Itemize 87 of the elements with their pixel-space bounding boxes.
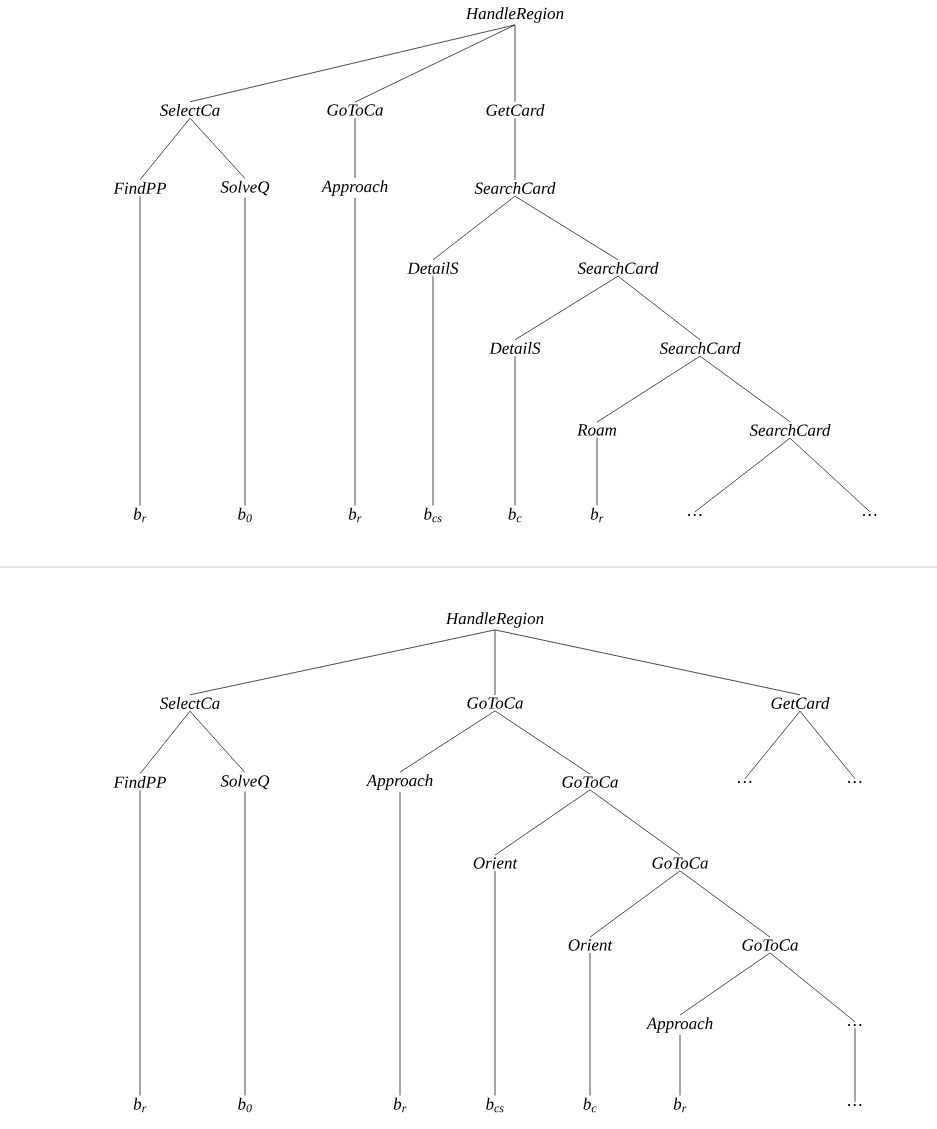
tree-node-label: SolveQ bbox=[220, 774, 270, 790]
tree-node-label: … bbox=[863, 514, 877, 516]
tree-edge bbox=[589, 789, 681, 856]
tree-edge bbox=[189, 629, 496, 696]
tree-edge bbox=[354, 197, 356, 506]
tree-node-label: … bbox=[848, 1024, 862, 1026]
tree-node-label: SearchCard bbox=[577, 262, 659, 274]
tree-edge bbox=[432, 195, 516, 261]
tree-node-label: SelectCa bbox=[160, 697, 220, 709]
tree-edge bbox=[494, 870, 496, 1096]
tree-edge bbox=[399, 791, 401, 1096]
tree-node-label: Approach bbox=[645, 1017, 713, 1033]
leaf-symbol: b$_{r}$ bbox=[133, 1097, 147, 1113]
tree-node-label: GoToCa bbox=[467, 697, 523, 709]
leaf-symbol: b$_{cs}$ bbox=[486, 1097, 504, 1113]
tree-node-label: Orient bbox=[473, 857, 518, 869]
tree-node-label: GoToCa bbox=[562, 776, 618, 788]
tree-edge bbox=[769, 952, 856, 1023]
tree-edge bbox=[514, 117, 516, 181]
tree-node-label: Approach bbox=[320, 180, 388, 196]
tree-edge bbox=[139, 117, 191, 181]
leaf-symbol: b$_{r}$ bbox=[348, 507, 362, 523]
tree-edge bbox=[189, 710, 246, 773]
tree-node-label: FindPP bbox=[113, 776, 166, 788]
tree-edge bbox=[244, 197, 246, 506]
tree-node-label: GetCard bbox=[771, 697, 830, 709]
tree-edge bbox=[494, 629, 496, 696]
tree-edge bbox=[514, 24, 516, 103]
tree-edge bbox=[189, 117, 246, 179]
tree-edge bbox=[139, 195, 141, 506]
tree-edge bbox=[744, 710, 801, 780]
tree-node-label: GoToCa bbox=[742, 939, 798, 951]
tree-node-label: SelectCa bbox=[160, 104, 220, 116]
tree-node-label: GoToCa bbox=[327, 104, 383, 116]
tree-node-label: FindPP bbox=[113, 182, 166, 194]
tree-node-label: GoToCa bbox=[652, 857, 708, 869]
leaf-symbol: b$_{c}$ bbox=[583, 1097, 597, 1113]
tree-edge bbox=[694, 437, 791, 513]
tree-edge bbox=[244, 791, 246, 1096]
tree-edge bbox=[514, 275, 619, 341]
tree-edge bbox=[589, 870, 681, 938]
tree-edge bbox=[596, 437, 598, 506]
tree-node-label: SearchCard bbox=[749, 424, 831, 436]
tree-edge bbox=[699, 355, 791, 423]
tree-edge bbox=[789, 437, 871, 513]
leaf-symbol: b$_{r}$ bbox=[133, 507, 147, 523]
tree-edge bbox=[514, 355, 516, 506]
tree-node-label: … bbox=[848, 781, 862, 783]
tree-node-label: DetailS bbox=[489, 342, 541, 354]
tree-node-label: Roam bbox=[577, 424, 617, 436]
tree-node-label: DetailS bbox=[407, 262, 459, 274]
tree-edge bbox=[494, 629, 801, 696]
leaf-symbol: b$_{r}$ bbox=[590, 507, 604, 523]
tree-edge bbox=[139, 710, 191, 775]
tree-edge bbox=[494, 789, 591, 856]
tree-edge bbox=[354, 24, 516, 103]
tree-node-label: HandleRegion bbox=[465, 7, 564, 23]
leaf-symbol: b$_{0}$ bbox=[238, 507, 252, 523]
tree-edge bbox=[494, 710, 591, 775]
leaf-symbol: b$_{0}$ bbox=[238, 1097, 252, 1113]
tree-node-label: … bbox=[738, 781, 752, 783]
tree-node-label: … bbox=[688, 514, 702, 516]
tree-edge bbox=[679, 952, 771, 1016]
leaf-symbol: b$_{c}$ bbox=[508, 507, 522, 523]
tree-edge bbox=[679, 1034, 681, 1096]
tree-edge bbox=[139, 789, 141, 1096]
tree-node-label: GetCard bbox=[486, 104, 545, 116]
leaf-symbol: b$_{cs}$ bbox=[424, 507, 442, 523]
tree-edge bbox=[432, 275, 434, 506]
tree-node-label: SolveQ bbox=[220, 180, 270, 196]
leaf-symbol: b$_{r}$ bbox=[393, 1097, 407, 1113]
tree-node-label: Approach bbox=[365, 774, 433, 790]
tree-edge bbox=[854, 1027, 856, 1103]
tree-edge bbox=[596, 355, 701, 423]
tree-edge bbox=[799, 710, 856, 780]
tree-node-label: Orient bbox=[568, 939, 613, 951]
tree-edge bbox=[514, 195, 619, 261]
tree-edge bbox=[399, 710, 496, 773]
tree-edge bbox=[679, 870, 771, 938]
tree-node-label: SearchCard bbox=[474, 182, 556, 194]
tree-node-label: SearchCard bbox=[659, 342, 741, 354]
tree-node-label: HandleRegion bbox=[445, 612, 544, 628]
leaf-symbol: b$_{r}$ bbox=[673, 1097, 687, 1113]
tree-edge bbox=[354, 117, 356, 179]
tree-edge bbox=[617, 275, 701, 341]
tree-node-label: … bbox=[848, 1104, 862, 1106]
tree-edge bbox=[589, 952, 591, 1096]
